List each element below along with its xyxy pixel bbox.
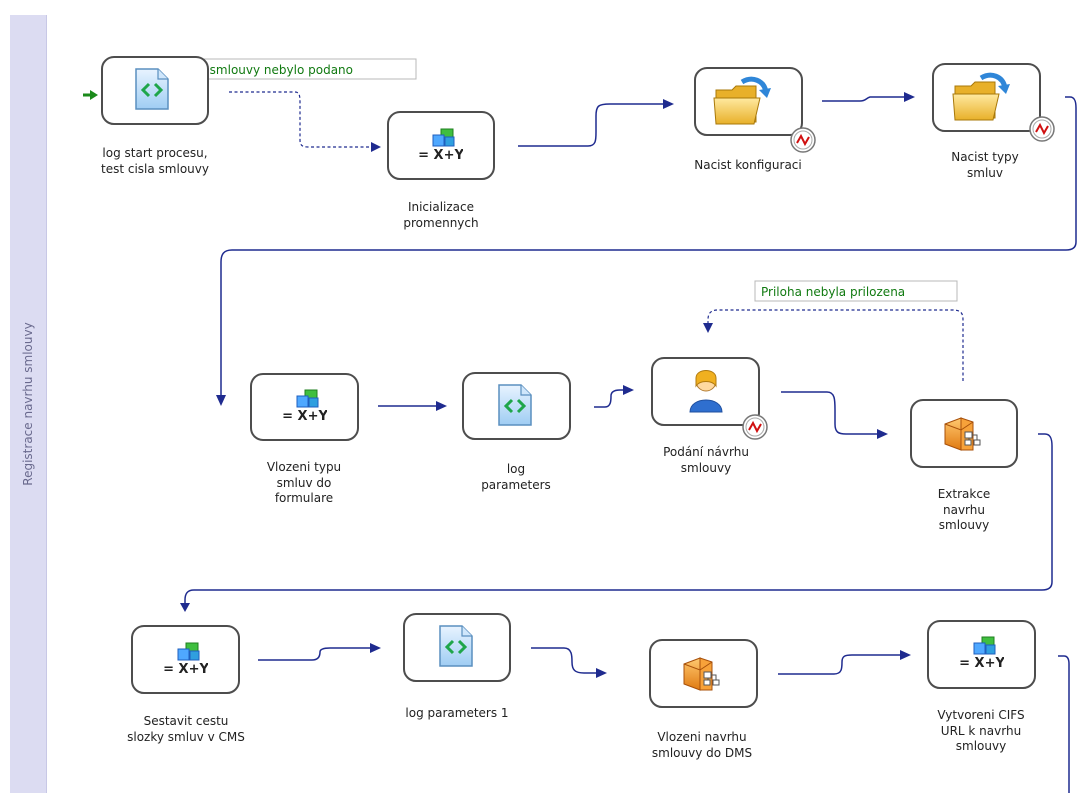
label-vlozeni-dms: Vlozeni navrhu smlouvy do DMS [651, 730, 753, 760]
condition-text: cislo smlouvy nebylo podano [179, 63, 353, 77]
task-log-parameters[interactable] [462, 372, 571, 440]
connector-config-to-types[interactable] [822, 96, 905, 102]
start-event-icon [83, 90, 98, 100]
connector-start-to-init[interactable] [229, 91, 370, 148]
task-log-parameters-1[interactable] [403, 613, 511, 682]
connector-extract-to-submit-loop[interactable] [707, 309, 964, 381]
label-vytvoreni-cifs: Vytvoreni CIFS URL k navrhu smlouvy [937, 708, 1025, 753]
connector-log1-to-dms[interactable] [531, 647, 597, 674]
arrowhead [370, 643, 381, 653]
script-icon [134, 67, 170, 111]
arrowhead [180, 603, 190, 612]
condition-label-priloha[interactable]: Priloha nebyla prilozena [754, 280, 958, 302]
label-log-parameters: log parameters [481, 462, 551, 492]
connector-build-to-log1[interactable] [258, 647, 371, 661]
arrowhead [371, 142, 381, 152]
connector-dms-to-cifs[interactable] [778, 654, 901, 675]
task-vlozeni-typu[interactable] [250, 373, 359, 441]
connector-types-to-insert[interactable] [220, 96, 1077, 396]
task-inicializace[interactable] [387, 111, 495, 180]
task-log-start[interactable] [101, 56, 209, 125]
label-log-parameters-1: log parameters 1 [405, 706, 509, 720]
connector-cifs-to-next[interactable] [1058, 655, 1070, 793]
arrowhead [877, 429, 888, 439]
task-sestavit-cestu[interactable] [131, 625, 240, 694]
arrowhead [596, 668, 607, 678]
task-nacist-konfiguraci[interactable] [694, 67, 816, 153]
task-vytvoreni-cifs[interactable] [927, 620, 1036, 689]
task-nacist-typy[interactable] [932, 63, 1055, 142]
connector-extract-to-build[interactable] [184, 433, 1053, 603]
arrowhead [216, 395, 226, 406]
task-vlozeni-dms[interactable] [649, 639, 758, 708]
timer-icon [790, 127, 816, 153]
connectors [83, 90, 1077, 793]
connector-submit-to-extract[interactable] [781, 391, 878, 435]
label-inicializace: Inicializace promennych [403, 200, 479, 230]
arrowhead [904, 92, 915, 102]
arrowhead [703, 323, 713, 333]
label-nacist-konfiguraci: Nacist konfiguraci [694, 158, 802, 172]
label-extrakce: Extrakce navrhu smlouvy [937, 487, 991, 532]
timer-icon [1029, 116, 1055, 142]
condition-text: Priloha nebyla prilozena [761, 285, 905, 299]
task-extrakce[interactable] [910, 399, 1018, 468]
connector-init-to-config[interactable] [518, 103, 664, 147]
label-vlozeni-typu: Vlozeni typu smluv do formulare [266, 460, 342, 505]
task-podani-navrhu[interactable] [651, 357, 768, 440]
swimlane [10, 15, 47, 793]
timer-icon [742, 414, 768, 440]
script-icon [497, 383, 533, 427]
label-podani-navrhu: Podání návrhu smlouvy [663, 445, 749, 475]
arrowhead [900, 650, 911, 660]
label-log-start: log start procesu, test cisla smlouvy [101, 146, 209, 176]
script-icon [438, 624, 474, 668]
label-sestavit-cestu: Sestavit cestu slozky smluv v CMS [127, 714, 245, 744]
arrowhead [436, 401, 447, 411]
connector-log-to-submit[interactable] [594, 389, 624, 408]
label-nacist-typy: Nacist typy smluv [951, 150, 1019, 180]
condition-label-cislo[interactable]: cislo smlouvy nebylo podano [172, 58, 417, 80]
arrowhead [623, 385, 634, 395]
arrowhead [663, 99, 674, 109]
